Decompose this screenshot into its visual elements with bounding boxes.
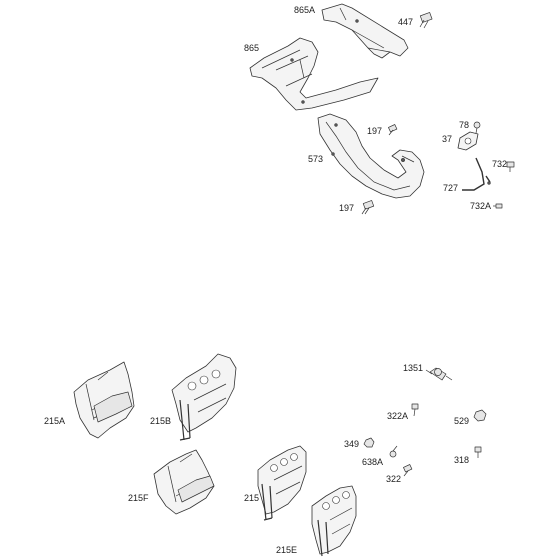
label-529: 529 — [454, 416, 469, 426]
label-318: 318 — [454, 455, 469, 465]
part-638a-clip[interactable] — [389, 445, 398, 458]
label-349: 349 — [344, 439, 359, 449]
label-638a: 638A — [362, 457, 383, 467]
label-732a: 732A — [470, 201, 491, 211]
label-197-a: 197 — [367, 126, 382, 136]
label-447: 447 — [398, 17, 413, 27]
label-865: 865 — [244, 43, 259, 53]
part-215a-duct[interactable] — [73, 361, 135, 439]
part-529-nut[interactable] — [473, 409, 487, 422]
part-732-screw[interactable] — [506, 161, 515, 172]
part-37-clamp[interactable] — [457, 131, 479, 151]
label-865a: 865A — [294, 5, 315, 15]
part-215b-bracket[interactable] — [171, 353, 237, 441]
part-573-back-plate[interactable] — [317, 113, 425, 199]
part-215f-duct[interactable] — [153, 449, 215, 515]
part-322-screw[interactable] — [403, 464, 413, 477]
part-322a-screw[interactable] — [411, 403, 419, 417]
part-318-screw[interactable] — [474, 446, 482, 458]
label-215: 215 — [244, 493, 259, 503]
label-215f: 215F — [128, 493, 149, 503]
label-215e: 215E — [276, 545, 297, 555]
part-215e-bracket[interactable] — [311, 485, 357, 557]
label-215b: 215B — [150, 416, 171, 426]
part-727-bracket[interactable] — [462, 157, 491, 191]
label-322: 322 — [386, 474, 401, 484]
part-1351-fastener[interactable] — [425, 367, 453, 381]
label-197-b: 197 — [339, 203, 354, 213]
label-322a: 322A — [387, 411, 408, 421]
part-865-shroud[interactable] — [249, 37, 379, 111]
label-37: 37 — [442, 134, 452, 144]
part-732a-screw[interactable] — [493, 203, 503, 209]
label-215a: 215A — [44, 416, 65, 426]
part-447-screw[interactable] — [419, 12, 433, 29]
part-215-bracket[interactable] — [257, 445, 307, 521]
label-727: 727 — [443, 183, 458, 193]
part-865a-shroud-bracket[interactable] — [321, 3, 409, 59]
part-349-nut[interactable] — [363, 437, 375, 448]
part-197-screw-b[interactable] — [361, 200, 375, 215]
part-78-screw[interactable] — [473, 121, 481, 134]
label-732: 732 — [492, 159, 507, 169]
label-78: 78 — [459, 120, 469, 130]
label-1351: 1351 — [403, 363, 423, 373]
part-197-screw-a[interactable] — [388, 124, 398, 136]
label-573: 573 — [308, 154, 323, 164]
